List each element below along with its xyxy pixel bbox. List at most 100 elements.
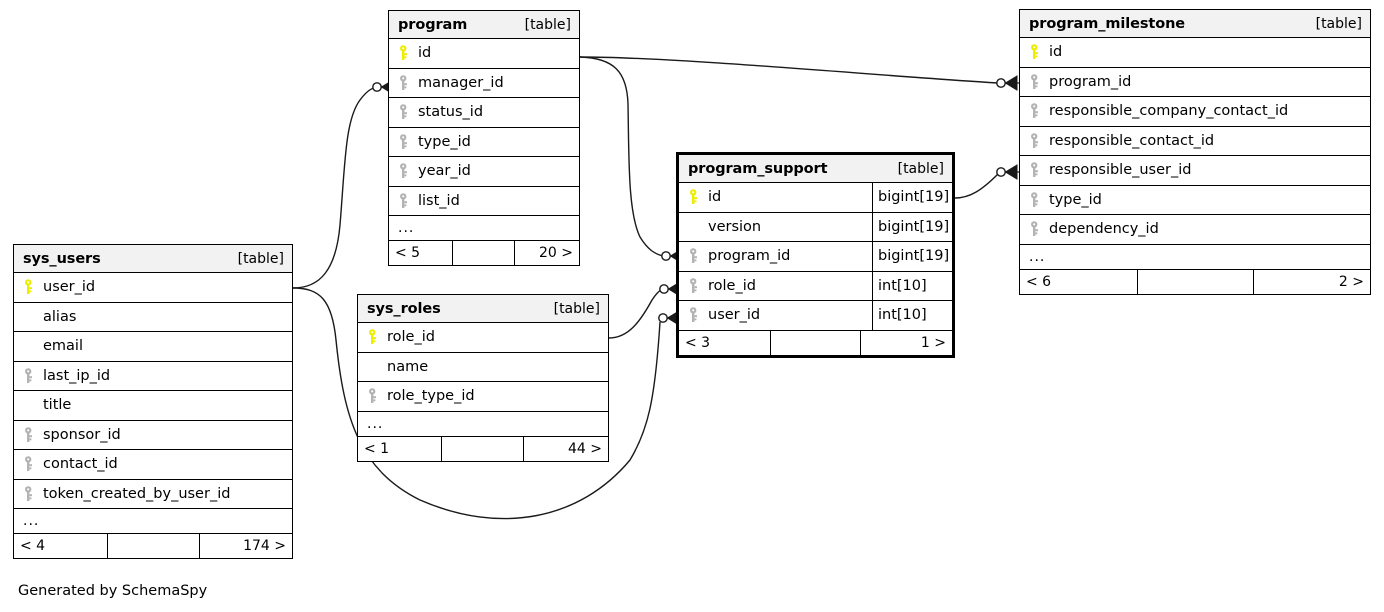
column-row[interactable]: alias: [14, 303, 292, 332]
column-name: status_id: [418, 104, 484, 121]
column-row[interactable]: type_id: [1020, 186, 1370, 215]
fk-key-icon-slot: [389, 133, 415, 150]
column-name: token_created_by_user_id: [43, 485, 231, 502]
column-row[interactable]: role_type_id: [358, 382, 608, 412]
column-row[interactable]: sponsor_id: [14, 421, 292, 450]
column-row[interactable]: manager_id: [389, 69, 579, 98]
circle-zero-marker: [372, 82, 382, 92]
column-row[interactable]: name: [358, 353, 608, 382]
more-columns-ellipsis[interactable]: ...: [14, 509, 292, 534]
fk-key-icon: [1030, 162, 1038, 178]
column-name: type_id: [1049, 191, 1102, 208]
table-kind-label: [table]: [1315, 15, 1362, 32]
column-name: contact_id: [43, 456, 118, 473]
fk-key-icon-slot: [14, 485, 40, 502]
crowsfoot-many-marker: [1004, 75, 1018, 91]
column-row[interactable]: user_id: [14, 273, 292, 303]
column-name: id: [1049, 44, 1063, 61]
fk-key-icon: [1030, 132, 1038, 148]
fk-key-icon-slot: [1020, 221, 1046, 237]
table-header-program_support[interactable]: program_support[table]: [679, 155, 952, 183]
column-row[interactable]: contact_id: [14, 450, 292, 480]
column-name: list_id: [418, 192, 460, 209]
column-row[interactable]: role_id: [358, 323, 608, 353]
column-type: bigint[19]: [872, 183, 952, 212]
pk-key-icon: [689, 189, 697, 205]
parent-relation-count: < 1: [364, 440, 390, 457]
column-row[interactable]: token_created_by_user_id: [14, 480, 292, 509]
parent-relation-count: < 4: [20, 538, 46, 554]
relationship-line: [292, 87, 375, 289]
crowsfoot-many-marker: [1004, 164, 1018, 180]
table-footer-program_support: < 3 1 >: [679, 330, 952, 355]
fk-key-icon: [399, 74, 407, 90]
relationship-line: [954, 173, 999, 199]
fk-key-icon: [24, 426, 32, 442]
circle-zero-marker: [661, 251, 671, 261]
column-row[interactable]: responsible_user_id: [1020, 156, 1370, 186]
column-row[interactable]: year_id: [389, 157, 579, 187]
pk-key-icon-slot: [389, 45, 415, 61]
column-row[interactable]: title: [14, 391, 292, 421]
column-row[interactable]: list_id: [389, 187, 579, 216]
column-row[interactable]: dependency_id: [1020, 215, 1370, 245]
table-header-program[interactable]: program[table]: [389, 11, 579, 39]
column-row[interactable]: type_id: [389, 128, 579, 157]
fk-key-icon: [399, 104, 407, 120]
table-header-sys_roles[interactable]: sys_roles[table]: [358, 295, 608, 323]
table-header-program_milestone[interactable]: program_milestone[table]: [1020, 10, 1370, 38]
column-name: responsible_contact_id: [1049, 132, 1215, 149]
pk-key-icon-slot: [1020, 44, 1046, 60]
relationship-program_support-id-to-program_milestone-responsible_user_id: [954, 164, 1019, 199]
fk-key-icon: [368, 388, 376, 404]
more-columns-ellipsis[interactable]: ...: [358, 412, 608, 437]
table-program[interactable]: program[table]id manager_id status_id type_…: [388, 10, 580, 266]
column-row[interactable]: email: [14, 332, 292, 362]
parent-relation-count: < 3: [685, 334, 711, 351]
pk-key-icon-slot: [358, 329, 384, 345]
column-name: role_id: [387, 329, 435, 346]
column-row[interactable]: id: [389, 39, 579, 69]
pk-key-icon: [368, 329, 376, 345]
column-row[interactable]: status_id: [389, 98, 579, 128]
fk-key-icon: [1030, 103, 1038, 119]
child-relation-count: 1 >: [920, 334, 946, 351]
column-name: manager_id: [418, 74, 504, 91]
footer-middle-cell: [452, 241, 515, 265]
column-type: bigint[19]: [872, 212, 952, 241]
fk-key-icon-slot: [679, 277, 705, 294]
child-relation-count: 174 >: [243, 538, 286, 554]
column-row[interactable]: responsible_contact_id: [1020, 127, 1370, 156]
fk-key-icon: [1030, 221, 1038, 237]
column-name: responsible_company_contact_id: [1049, 103, 1289, 120]
more-columns-ellipsis[interactable]: ...: [389, 216, 579, 241]
column-name: role_type_id: [387, 388, 475, 405]
more-columns-ellipsis[interactable]: ...: [1020, 245, 1370, 270]
column-row[interactable]: id: [1020, 38, 1370, 68]
circle-zero-marker: [659, 284, 669, 294]
fk-key-icon: [24, 485, 32, 501]
column-row[interactable]: program_id: [1020, 68, 1370, 97]
pk-key-icon: [24, 279, 32, 295]
column-row[interactable]: responsible_company_contact_id: [1020, 97, 1370, 127]
relationship-sys_roles-role_id-to-program_support-role_id: [608, 281, 682, 339]
column-row[interactable]: last_ip_id: [14, 362, 292, 391]
column-name: dependency_id: [1049, 221, 1159, 238]
column-type: int[10]: [872, 271, 952, 300]
fk-key-icon-slot: [1020, 132, 1046, 149]
column-name: program_id: [1049, 73, 1132, 90]
column-type: bigint[19]: [872, 242, 952, 271]
table-header-sys_users[interactable]: sys_users[table]: [14, 245, 292, 273]
